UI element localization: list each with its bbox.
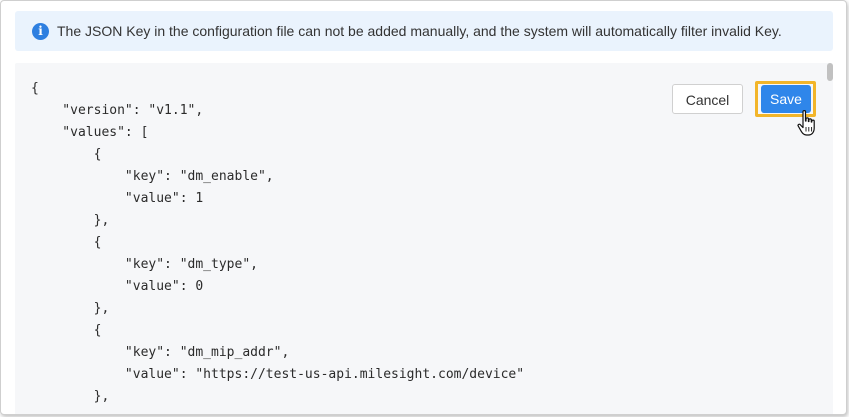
code-line: { <box>31 147 102 162</box>
code-line: }, <box>31 301 110 316</box>
code-line: "value": 0 <box>31 279 204 294</box>
info-banner: i The JSON Key in the configuration file… <box>15 11 833 51</box>
code-line: "key": "dm_mip_addr", <box>31 345 290 360</box>
code-line: "key": "dm_type", <box>31 257 258 272</box>
code-line: "key": "dm_enable", <box>31 169 274 184</box>
code-line: "values": [ <box>31 125 149 140</box>
save-button[interactable]: Save <box>761 85 811 113</box>
code-line: }, <box>31 389 110 404</box>
code-line: { <box>31 235 102 250</box>
code-line: "value": "https://test-us-api.milesight.… <box>31 367 525 382</box>
info-banner-text: The JSON Key in the configuration file c… <box>57 23 782 39</box>
code-line: { <box>31 81 39 96</box>
save-button-highlight <box>755 81 816 117</box>
code-line: "version": "v1.1", <box>31 103 204 118</box>
json-editor[interactable]: { "version": "v1.1", "values": [ { "key"… <box>15 63 833 414</box>
hand-cursor-icon <box>797 110 815 136</box>
info-icon: i <box>32 22 49 40</box>
code-line: { <box>31 323 102 338</box>
cancel-button[interactable]: Cancel <box>672 84 743 114</box>
code-line: "value": 1 <box>31 191 204 206</box>
code-line: }, <box>31 213 110 228</box>
editor-scrollbar[interactable] <box>827 63 833 81</box>
code-content[interactable]: { "version": "v1.1", "values": [ { "key"… <box>31 78 524 408</box>
